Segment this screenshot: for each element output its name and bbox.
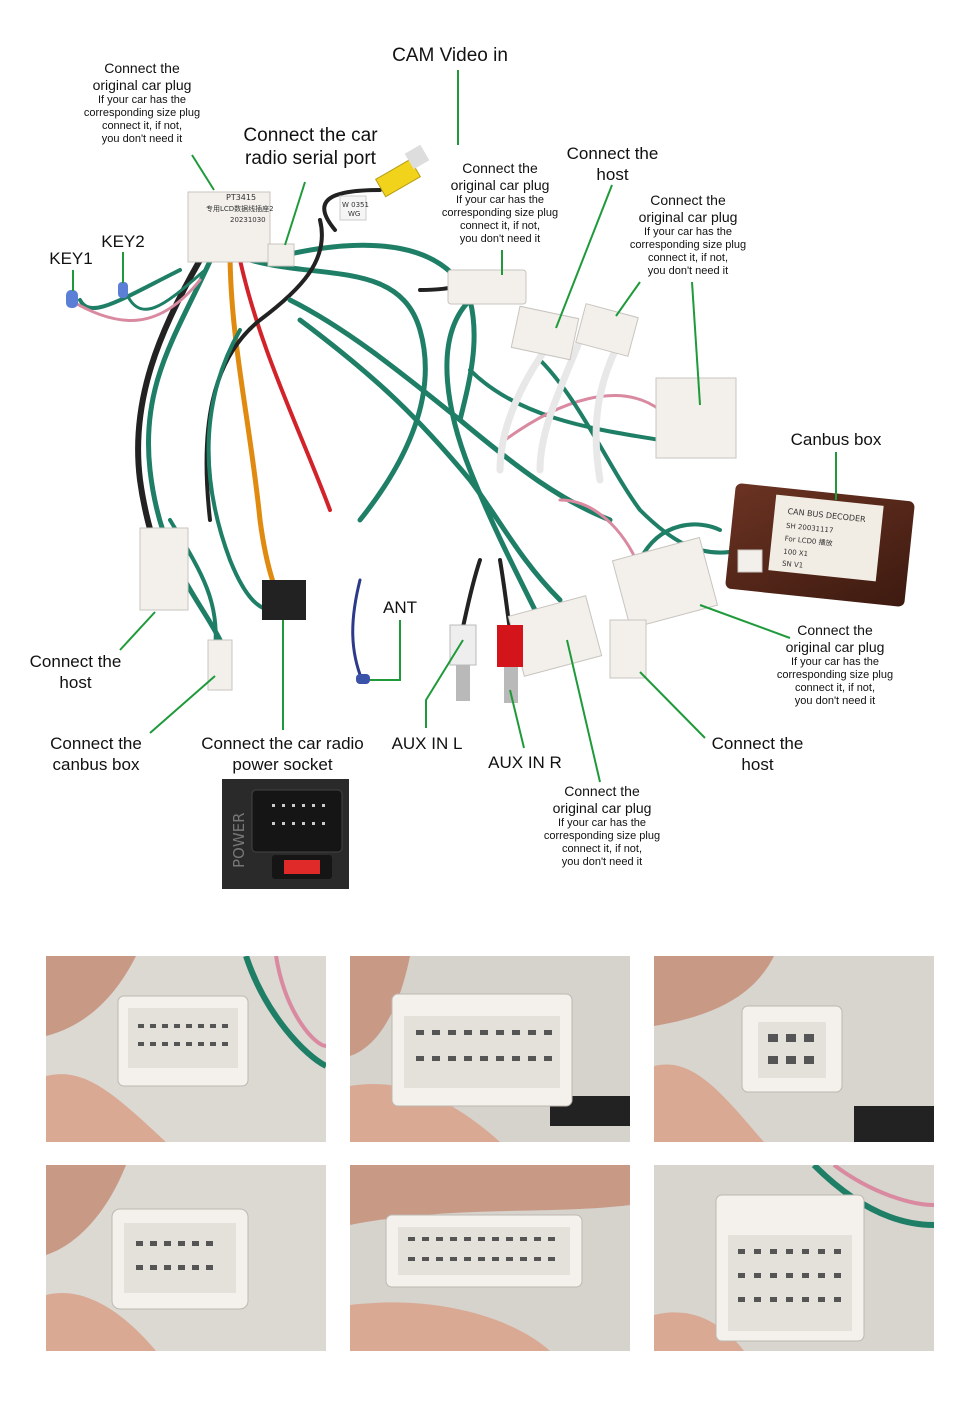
- cam-tag-line-1: W 0351: [342, 201, 369, 209]
- harness-tag-line-1: PT3415: [226, 193, 256, 202]
- label-mid-plug-note-1: If your car has the: [455, 194, 545, 206]
- connectors: [66, 144, 915, 703]
- label-canbus-plug-title-2: original car plug: [785, 639, 885, 655]
- power-socket-text: POWER: [230, 812, 248, 868]
- label-mid-plug-note-3: connect it, if not,: [459, 220, 541, 232]
- label-serial-port-title-1: Connect the car: [243, 125, 378, 146]
- label-power-socket: Connect the car radio power socket: [190, 733, 375, 775]
- label-key2-title: KEY2: [101, 232, 145, 251]
- label-top-plug-title-2: original car plug: [92, 77, 192, 93]
- label-bottom-plug-note-1: If your car has the: [557, 817, 647, 829]
- label-ant-title: ANT: [383, 598, 417, 617]
- label-top-plug-title-1: Connect the: [104, 60, 180, 76]
- label-key1: KEY1: [44, 248, 98, 269]
- connector-photo-6: [654, 1165, 934, 1351]
- label-canbus-plug: Connect the original car plug If your ca…: [755, 622, 915, 708]
- label-canbus-plug-note-2: corresponding size plug: [776, 669, 894, 681]
- label-host-left-title-1: Connect the: [29, 652, 122, 671]
- label-bottom-plug: Connect the original car plug If your ca…: [522, 783, 682, 869]
- harness-diagram: PT3415 专用LCD数据线插座2 20231030 W 0351 WG CA…: [18, 44, 915, 889]
- label-cam-video: CAM Video in: [370, 44, 530, 67]
- cam-tag-line-2: WG: [348, 210, 360, 218]
- label-aux-r: AUX IN R: [484, 752, 566, 773]
- label-bottom-plug-note-3: connect it, if not,: [561, 843, 643, 855]
- connector-photo-4: [46, 1165, 326, 1351]
- connector-photo-2: [350, 956, 630, 1142]
- label-host-right: Connect the host: [700, 733, 815, 775]
- label-right-plug-title-2: original car plug: [638, 209, 738, 225]
- label-bottom-plug-note-2: corresponding size plug: [543, 830, 661, 842]
- connector-photo-5: [350, 1165, 630, 1351]
- label-aux-l: AUX IN L: [386, 733, 468, 754]
- label-top-plug-note-2: corresponding size plug: [83, 107, 201, 119]
- label-host-left: Connect the host: [18, 651, 133, 693]
- harness-tag-line-2: 专用LCD数据线插座2: [206, 204, 274, 213]
- label-canbus-box: Canbus box: [780, 429, 892, 450]
- canbus-text-line-5: SN V1: [782, 560, 804, 570]
- harness-illustration: PT3415 专用LCD数据线插座2 20231030 W 0351 WG CA…: [66, 70, 915, 889]
- label-canbus-plug-note-1: If your car has the: [790, 656, 880, 668]
- label-top-plug-note-4: you don't need it: [101, 133, 183, 145]
- label-aux-r-title: AUX IN R: [488, 753, 562, 772]
- label-top-plug: Connect the original car plug If your ca…: [62, 60, 222, 146]
- label-top-plug-note-1: If your car has the: [97, 94, 187, 106]
- label-canbus-connect-title-1: Connect the: [50, 734, 142, 753]
- label-bottom-plug-note-4: you don't need it: [561, 856, 643, 868]
- label-host-left-title-2: host: [59, 673, 92, 692]
- label-right-plug-note-4: you don't need it: [647, 265, 729, 277]
- label-top-plug-note-3: connect it, if not,: [101, 120, 183, 132]
- label-power-socket-title-2: power socket: [232, 755, 333, 774]
- label-host-top-title-2: host: [596, 165, 629, 184]
- label-host-top-title-1: Connect the: [566, 144, 659, 163]
- label-mid-plug-note-2: corresponding size plug: [441, 207, 559, 219]
- label-serial-port: Connect the car radio serial port: [228, 124, 393, 170]
- label-bottom-plug-title-2: original car plug: [552, 800, 652, 816]
- label-mid-plug-title-1: Connect the: [462, 160, 538, 176]
- label-ant: ANT: [374, 597, 426, 618]
- label-cam-video-title: CAM Video in: [392, 45, 508, 66]
- label-canbus-plug-title-1: Connect the: [797, 622, 873, 638]
- label-bottom-plug-title-1: Connect the: [564, 783, 640, 799]
- label-right-plug-note-2: corresponding size plug: [629, 239, 747, 251]
- label-canbus-connect: Connect the canbus box: [34, 733, 158, 775]
- callout-lines: [72, 70, 837, 783]
- label-mid-plug-title-2: original car plug: [450, 177, 550, 193]
- label-mid-plug: Connect the original car plug If your ca…: [420, 160, 580, 246]
- label-canbus-plug-note-3: connect it, if not,: [794, 682, 876, 694]
- canbus-text-line-4: 100 X1: [783, 548, 809, 559]
- label-canbus-connect-title-2: canbus box: [52, 755, 140, 774]
- label-canbus-plug-note-4: you don't need it: [794, 695, 876, 707]
- label-aux-l-title: AUX IN L: [391, 734, 463, 753]
- label-key2: KEY2: [96, 231, 150, 252]
- label-right-plug-note-3: connect it, if not,: [647, 252, 729, 264]
- label-mid-plug-note-4: you don't need it: [459, 233, 541, 245]
- label-right-plug-note-1: If your car has the: [643, 226, 733, 238]
- label-canbus-box-title: Canbus box: [790, 430, 882, 449]
- label-key1-title: KEY1: [49, 249, 93, 268]
- connector-photo-1: [46, 956, 326, 1142]
- wire-bundle: [68, 188, 742, 682]
- power-socket-photo: POWER: [222, 779, 349, 889]
- connector-photo-3: [654, 956, 934, 1142]
- label-right-plug: Connect the original car plug If your ca…: [608, 192, 768, 278]
- label-power-socket-title-1: Connect the car radio: [201, 734, 364, 753]
- label-host-right-title-1: Connect the: [711, 734, 804, 753]
- harness-tag-line-3: 20231030: [230, 216, 266, 224]
- label-right-plug-title-1: Connect the: [650, 192, 726, 208]
- label-host-top: Connect the host: [550, 143, 675, 185]
- label-host-right-title-2: host: [741, 755, 774, 774]
- label-serial-port-title-2: radio serial port: [245, 148, 376, 169]
